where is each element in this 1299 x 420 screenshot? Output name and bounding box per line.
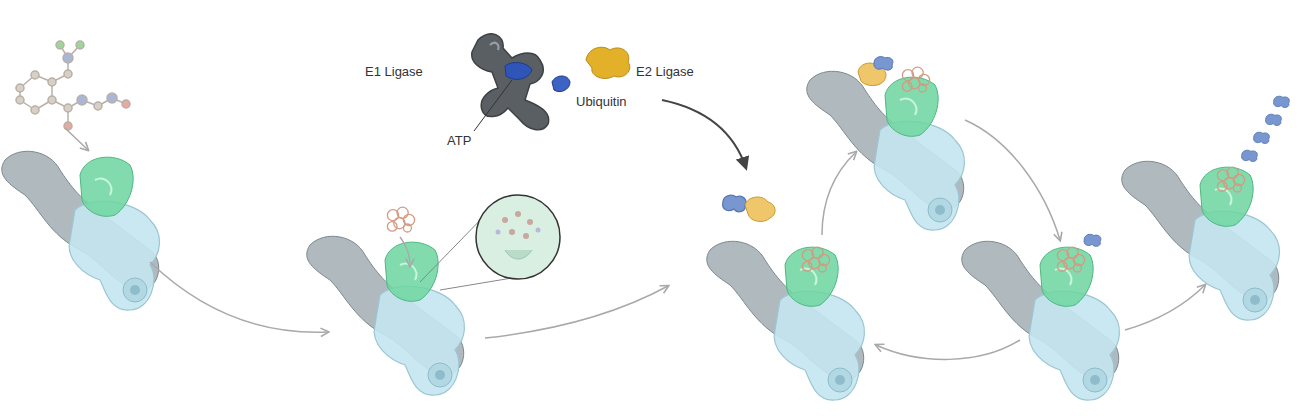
part-label: E1 Ligase	[365, 64, 423, 80]
flow-arrow	[485, 286, 668, 338]
e2-ubiquitin	[723, 195, 775, 221]
target-protein	[902, 67, 929, 92]
e3-complex	[962, 241, 1120, 400]
small-molecule	[16, 41, 130, 130]
target-protein	[1057, 247, 1084, 272]
part-label: E2 Ligase	[636, 64, 694, 80]
e1-ligase	[472, 34, 570, 130]
e3-complex	[807, 71, 965, 230]
cycle-arrows	[822, 120, 1205, 359]
flow-arrow	[150, 262, 328, 332]
binding-arrow	[400, 237, 410, 266]
zoom-callout	[420, 195, 560, 290]
target-protein	[802, 247, 829, 272]
e2-ubiquitin	[858, 57, 893, 86]
ubiquitin-molecule	[586, 47, 630, 78]
flow-arrow	[662, 100, 746, 168]
leader-line	[474, 80, 512, 131]
ubiquitin-tag	[1084, 234, 1101, 246]
ubiquitin-chain	[1242, 96, 1290, 161]
e3-complex	[1122, 161, 1280, 320]
e3-complex	[707, 241, 865, 400]
e3-complex	[2, 151, 160, 310]
binding-arrow	[65, 128, 88, 150]
target-protein	[1217, 167, 1244, 192]
target-protein	[387, 207, 414, 232]
part-label: Ubiquitin	[576, 94, 627, 110]
part-label: ATP	[447, 133, 471, 149]
